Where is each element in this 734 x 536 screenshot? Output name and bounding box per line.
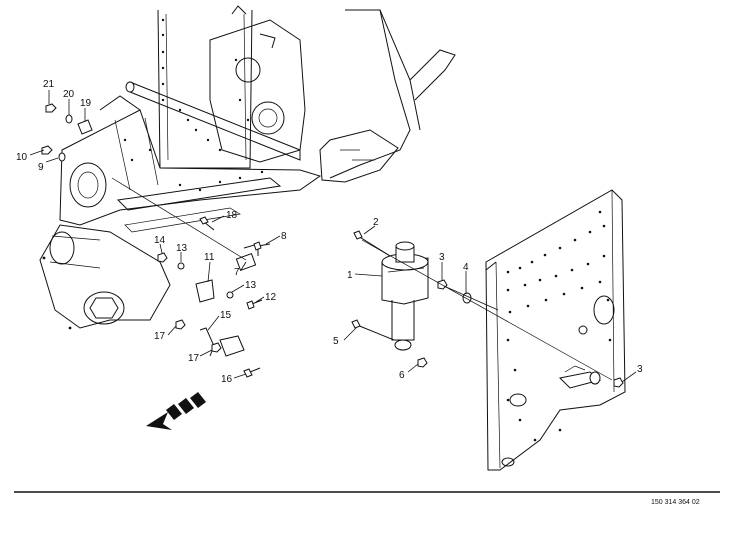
callout-7: 7 (234, 267, 240, 278)
machine-frame-assembly (39, 5, 456, 330)
hydraulic-cylinder (381, 241, 429, 351)
callout-15: 15 (220, 310, 232, 321)
document-number: 150 314 364 02 (651, 499, 700, 506)
callout-4: 4 (463, 262, 469, 273)
fasteners (41, 103, 624, 388)
callout-21: 21 (43, 79, 55, 90)
callout-6: 6 (399, 370, 405, 381)
callout-16: 16 (221, 374, 233, 385)
callout-2: 2 (373, 217, 379, 228)
callout-17-lower: 17 (188, 353, 200, 364)
plate-hole-pattern (506, 210, 612, 442)
frame-hole-pattern (161, 18, 250, 152)
callout-17-upper: 17 (154, 331, 166, 342)
callout-3-left: 3 (439, 252, 445, 263)
callout-3-right: 3 (637, 364, 643, 375)
callout-1: 1 (347, 270, 353, 281)
callout-20: 20 (63, 89, 75, 100)
callout-12: 12 (265, 292, 277, 303)
callout-5: 5 (333, 336, 339, 347)
callout-numbers: 21 20 19 10 9 18 8 7 11 14 13 13 12 17 1… (16, 79, 643, 385)
callout-13-lower: 13 (245, 280, 257, 291)
callout-9: 9 (38, 162, 44, 173)
leader-lines (29, 90, 637, 383)
callout-19: 19 (80, 98, 92, 109)
callout-10: 10 (16, 152, 28, 163)
callout-14: 14 (154, 235, 166, 246)
callout-13-upper: 13 (176, 243, 188, 254)
callout-18: 18 (226, 210, 238, 221)
mounting-plate (485, 189, 626, 471)
callout-8: 8 (281, 231, 287, 242)
direction-arrow-icon (146, 392, 206, 430)
callout-11: 11 (204, 252, 215, 263)
